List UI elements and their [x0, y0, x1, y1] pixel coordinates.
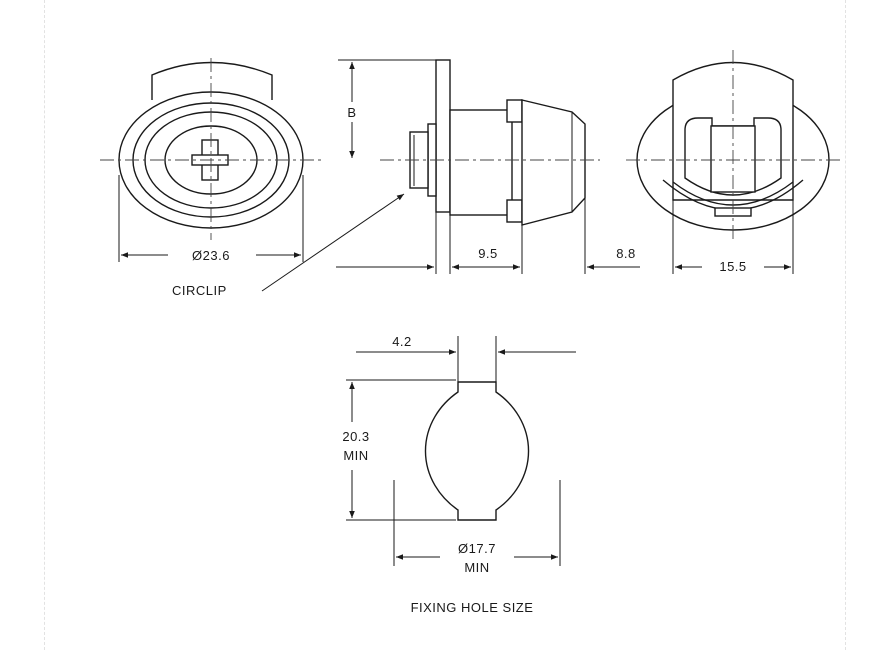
side-view — [380, 59, 600, 226]
side-view-cam-head — [521, 99, 586, 226]
hole-height-label: 20.3 — [342, 429, 369, 444]
right-frame-edge — [845, 0, 846, 650]
side-view-lug-bottom — [506, 199, 523, 223]
side-view-body — [449, 109, 513, 216]
side-view-flange — [435, 59, 451, 213]
slot-width-label: 4.2 — [392, 334, 412, 349]
hole-diameter-dimension: Ø17.7 MIN — [393, 480, 561, 575]
side-view-lug-top — [506, 99, 523, 123]
front-view — [100, 58, 322, 240]
hole-height-suffix: MIN — [343, 448, 368, 463]
hole-diameter-suffix: MIN — [464, 560, 489, 575]
hole-height-dimension: 20.3 MIN — [342, 379, 456, 521]
circlip-callout: CIRCLIP — [172, 193, 405, 298]
slot-width-dimension: 4.2 — [356, 334, 576, 382]
front-diameter-label: Ø23.6 — [192, 248, 230, 263]
head-height-label: 8.8 — [616, 246, 636, 261]
hole-diameter-label: Ø17.7 — [458, 541, 496, 556]
cam-offset-label: B — [347, 105, 356, 120]
body-length-label: 9.5 — [478, 246, 498, 261]
side-view-dimensions: 9.5 8.8 — [336, 198, 640, 274]
cam-offset-dimension: B — [338, 59, 436, 158]
left-frame-edge — [44, 0, 45, 650]
front-diameter-dimension: Ø23.6 — [118, 175, 304, 263]
circlip-label: CIRCLIP — [172, 283, 227, 298]
front-view-cam-outline — [151, 61, 273, 100]
fixing-hole-view — [424, 381, 530, 521]
fixing-hole-caption: FIXING HOLE SIZE — [411, 600, 534, 615]
rear-view — [626, 50, 842, 240]
fixing-hole-outline — [424, 381, 530, 521]
rear-width-label: 15.5 — [719, 259, 746, 274]
rear-width-dimension: 15.5 — [672, 200, 794, 274]
